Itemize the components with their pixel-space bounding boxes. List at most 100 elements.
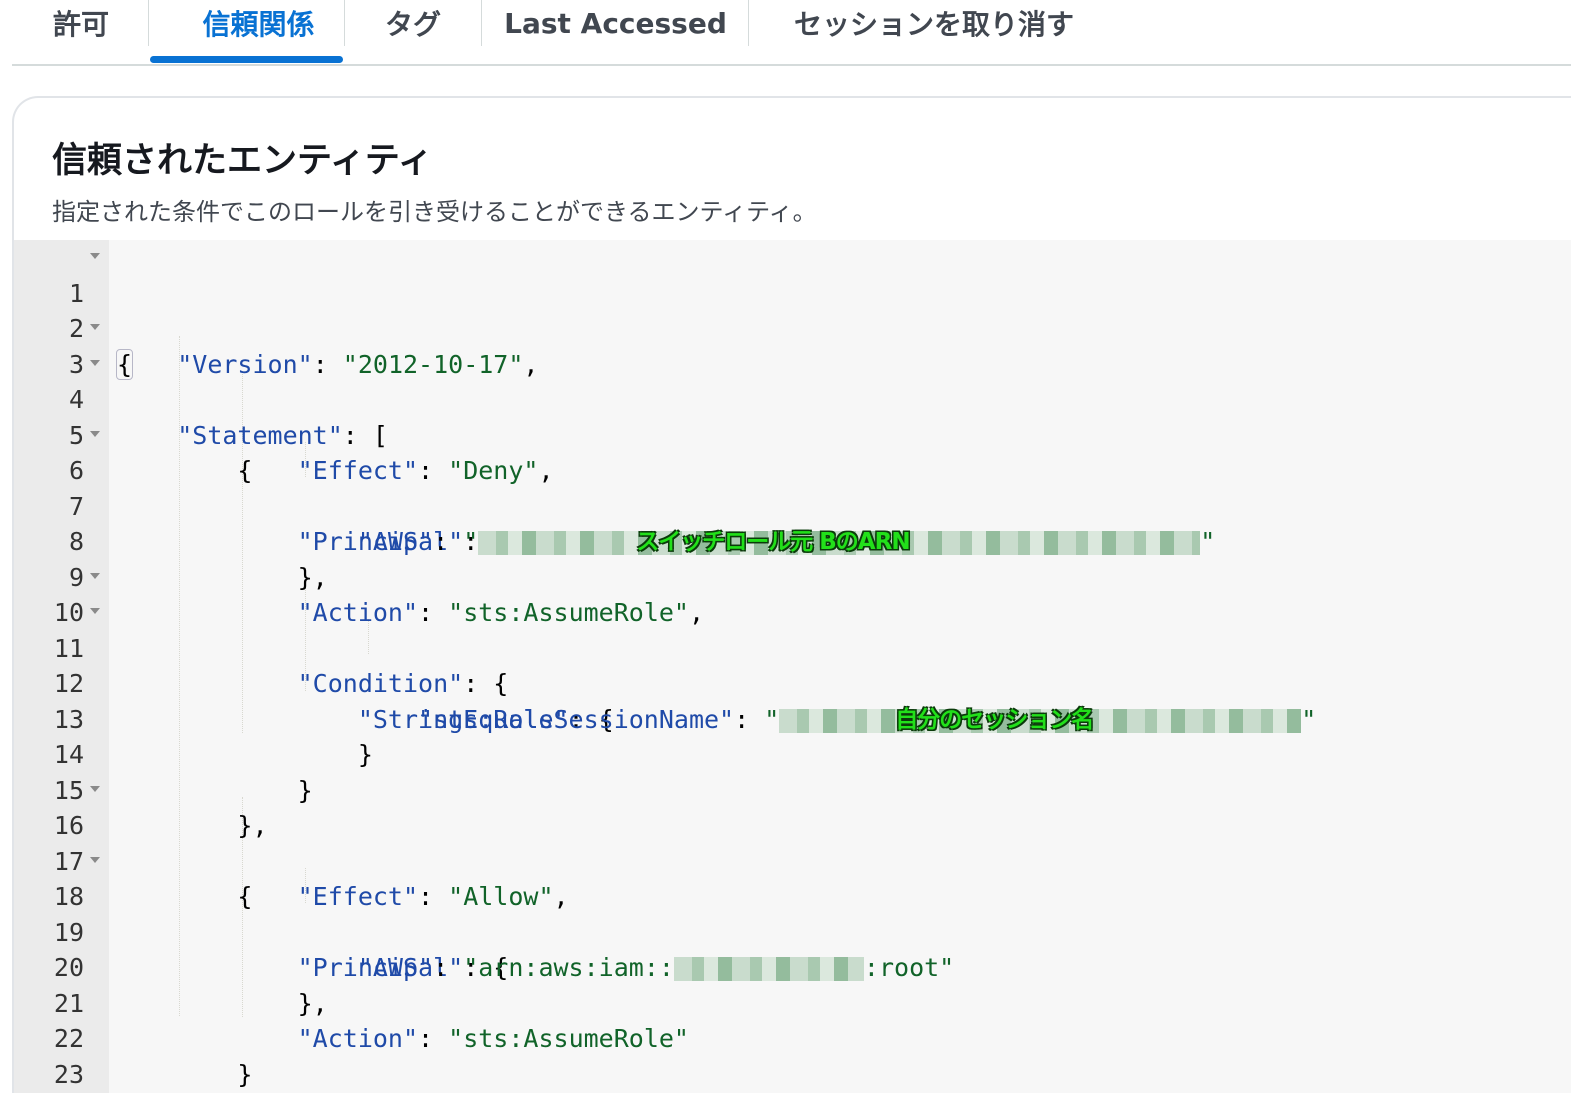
json-key: "Principal" (297, 953, 464, 982)
line-number: 23 (53, 1059, 84, 1089)
line-number: 5 (68, 420, 84, 450)
line-number: 14 (53, 740, 84, 769)
code-line: 21 "Action": "sts:AssumeRole" (14, 950, 1571, 1054)
json-string: "sts:AssumeRole" (448, 1024, 689, 1053)
fold-caret-icon[interactable] (90, 253, 100, 259)
annotation-label: 自分のセッション名 (895, 706, 1094, 733)
line-number: 6 (68, 456, 84, 485)
indent-guide (305, 868, 306, 903)
json-string: "sts:AssumeRole" (448, 598, 689, 627)
tab-revoke-sessions[interactable]: セッションを取り消す (793, 8, 1074, 41)
fold-caret-icon[interactable] (90, 608, 100, 614)
fold-caret-icon[interactable] (90, 359, 100, 366)
json-string: :root" (863, 953, 955, 982)
code-line: 19 "AWS": "arn:aws:iam:::root" (14, 879, 1571, 983)
json-key: "Principal" (297, 527, 464, 556)
json-key: "AWS" (357, 527, 434, 556)
json-key: "sts:RoleSessionName" (418, 704, 735, 734)
tab-tags[interactable]: タグ (384, 8, 441, 41)
code-line: 12 "sts:RoleSessionName": "自分のセッション名" (14, 631, 1571, 734)
line-number: 9 (68, 562, 84, 592)
tab-divider (344, 0, 345, 46)
code-line: 5 "Effect": "Deny", (14, 382, 1571, 486)
json-key: "Effect" (297, 456, 419, 485)
fold-caret-icon[interactable] (90, 785, 100, 792)
line-number: 12 (53, 669, 84, 698)
code-line: 13 } (14, 666, 1571, 770)
tab-bar: 許可 信頼関係 タグ Last Accessed セッションを取り消す (12, 0, 1571, 66)
section-description: 指定された条件でこのロールを引き受けることができるエンティティ。 (52, 198, 817, 226)
json-string: "2012-10-17" (342, 349, 524, 379)
json-key: "Version" (177, 349, 313, 379)
redacted-session-name: 自分のセッション名 (779, 707, 1302, 733)
code-line: 10 "Condition": { (14, 560, 1571, 698)
fold-caret-icon[interactable] (90, 572, 100, 579)
indent-guide (242, 797, 243, 1017)
code-line: 18 "Principal": { (14, 844, 1571, 982)
code-line: 17 "Effect": "Allow", (14, 808, 1571, 912)
redacted-arn: スイッチロール元 BのARN (478, 529, 1201, 555)
line-number: 16 (53, 811, 84, 840)
line-number: 18 (53, 882, 84, 911)
code-line: 2 "Version": "2012-10-17", (14, 276, 1571, 379)
code-line: 3 "Statement": [ (14, 311, 1571, 450)
line-number: 3 (68, 349, 84, 379)
json-key: "Action" (297, 1024, 419, 1053)
indent-guide (368, 619, 369, 654)
indent-guide (179, 336, 180, 1016)
line-number: 22 (53, 1024, 84, 1053)
fold-caret-icon[interactable] (90, 324, 100, 330)
json-key: "Statement" (177, 420, 343, 450)
fold-caret-icon[interactable] (90, 430, 100, 437)
indent-guide (305, 442, 306, 477)
code-line: 11 "StringEquals": { (14, 595, 1571, 734)
tab-divider (148, 0, 149, 46)
fold-caret-icon[interactable] (90, 856, 100, 863)
line-number: 15 (53, 775, 84, 805)
json-key: "AWS" (357, 953, 434, 982)
code-line: 1 { (14, 240, 1571, 380)
line-number: 21 (53, 988, 84, 1018)
tab-permissions[interactable]: 許可 (52, 8, 109, 41)
code-line: 15 }, (14, 737, 1571, 841)
code-line: 6 "Principal": { (14, 418, 1571, 556)
json-key: "Effect" (297, 882, 419, 911)
json-key: "Condition" (297, 669, 464, 698)
code-line: 8 }, (14, 489, 1571, 592)
tab-divider (481, 0, 482, 46)
code-line: 7 "AWS": "スイッチロール元 BのARN" (14, 453, 1571, 557)
tab-trust-relationships[interactable]: 信頼関係 (202, 8, 315, 41)
json-string: "Allow" (448, 882, 554, 911)
trusted-entities-panel: 信頼されたエンティティ 指定された条件でこのロールを引き受けることができるエンテ… (12, 96, 1571, 1093)
line-number: 20 (53, 953, 84, 982)
tab-last-accessed[interactable]: Last Accessed (504, 6, 727, 40)
line-number: 11 (53, 633, 84, 663)
json-key: "Action" (297, 598, 419, 627)
code-line: 20 }, (14, 915, 1571, 1018)
code-line: 14 } (14, 702, 1571, 805)
json-string: "Deny" (448, 456, 539, 485)
line-number: 17 (53, 846, 84, 876)
line-number: 13 (53, 704, 84, 734)
line-number: 19 (53, 917, 84, 947)
line-number: 2 (68, 314, 84, 343)
active-tab-indicator (150, 56, 343, 63)
json-string: "arn:aws:iam:: (463, 953, 674, 982)
code-line: 9 "Action": "sts:AssumeRole", (14, 524, 1571, 628)
line-number: 8 (68, 527, 84, 556)
annotation-label: スイッチロール元 BのARN (636, 529, 910, 555)
indent-guide (242, 371, 243, 733)
code-line: 22 } (14, 986, 1571, 1089)
json-key: "StringEquals" (357, 704, 569, 734)
code-line: 4 { (14, 347, 1571, 485)
section-title: 信頼されたエンティティ (52, 141, 433, 181)
code-line: 16 { (14, 773, 1571, 911)
line-number-gutter (14, 240, 109, 1093)
json-policy-editor[interactable]: 1 { 2 "Version": "2012-10-17", 3 "Statem… (14, 240, 1571, 1093)
code-line: 23 ] (14, 1021, 1571, 1089)
line-number: 7 (68, 491, 84, 521)
open-brace: { (115, 348, 134, 380)
line-number: 4 (68, 385, 84, 414)
line-number: 10 (53, 598, 84, 627)
indent-guide (305, 584, 306, 691)
